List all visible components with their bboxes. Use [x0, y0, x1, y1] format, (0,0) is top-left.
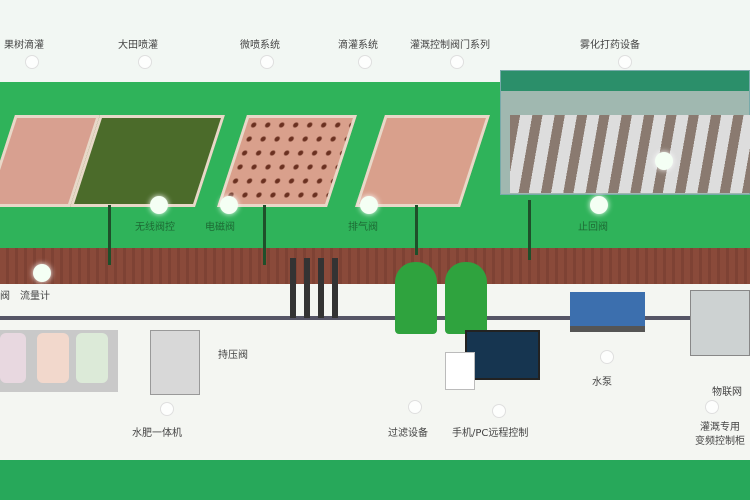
valve-pole	[263, 205, 266, 265]
label-pump: 水泵	[592, 377, 612, 388]
label-valve-series: 灌溉控制阀门系列	[410, 40, 490, 51]
fertigation-machine	[150, 330, 200, 395]
label-field-sprinkler: 大田喷灌	[118, 40, 158, 51]
hotspot[interactable]	[150, 196, 168, 214]
hotspot[interactable]	[220, 196, 238, 214]
main-pipe	[0, 316, 700, 320]
label-micro-spray: 微喷系统	[240, 40, 280, 51]
valve-pole	[415, 205, 418, 255]
label-solenoid-valve: 电磁阀	[205, 222, 235, 233]
label-wireless-valve: 无线阀控	[135, 222, 175, 233]
hotspot[interactable]	[655, 152, 673, 170]
label-vfd-cabinet-1: 灌溉专用	[700, 422, 740, 433]
hotspot[interactable]	[260, 55, 274, 69]
label-valve: 阀	[0, 291, 10, 302]
hotspot[interactable]	[600, 350, 614, 364]
label-orchard-drip: 果树滴灌	[4, 40, 44, 51]
filter-tank	[395, 262, 437, 334]
hotspot[interactable]	[590, 196, 608, 214]
control-cabinet	[690, 290, 750, 356]
label-pressure-valve: 持压阀	[218, 350, 248, 361]
valve-pole	[108, 205, 111, 265]
hotspot[interactable]	[25, 55, 39, 69]
label-remote-control: 手机/PC远程控制	[452, 428, 529, 439]
hotspot[interactable]	[492, 404, 506, 418]
label-iot: 物联网	[712, 387, 742, 398]
hotspot[interactable]	[705, 400, 719, 414]
hotspot[interactable]	[408, 400, 422, 414]
hotspot[interactable]	[33, 264, 51, 282]
label-drip-system: 滴灌系统	[338, 40, 378, 51]
label-vfd-cabinet-2: 变频控制柜	[695, 436, 745, 447]
label-check-valve: 止回阀	[578, 222, 608, 233]
bottom-green-bar	[0, 460, 750, 500]
fertilizer-tank	[76, 333, 108, 383]
water-pump	[570, 292, 645, 332]
hotspot[interactable]	[450, 55, 464, 69]
label-fertigation-machine: 水肥一体机	[132, 428, 182, 439]
label-spray-equipment: 雾化打药设备	[580, 40, 640, 51]
valve-manifold	[290, 258, 340, 318]
hotspot[interactable]	[618, 55, 632, 69]
label-air-valve: 排气阀	[348, 222, 378, 233]
valve-pole	[528, 200, 531, 260]
hotspot[interactable]	[360, 196, 378, 214]
phone-device	[445, 352, 475, 390]
greenhouse-rows	[510, 115, 750, 193]
hotspot[interactable]	[160, 402, 174, 416]
fertilizer-tank	[0, 333, 26, 383]
monitor	[465, 330, 540, 380]
soil-strip	[0, 248, 750, 284]
hotspot[interactable]	[358, 55, 372, 69]
label-filter: 过滤设备	[388, 428, 428, 439]
hotspot[interactable]	[138, 55, 152, 69]
label-flowmeter: 流量计	[20, 291, 50, 302]
fertilizer-tank	[37, 333, 69, 383]
filter-tank	[445, 262, 487, 334]
